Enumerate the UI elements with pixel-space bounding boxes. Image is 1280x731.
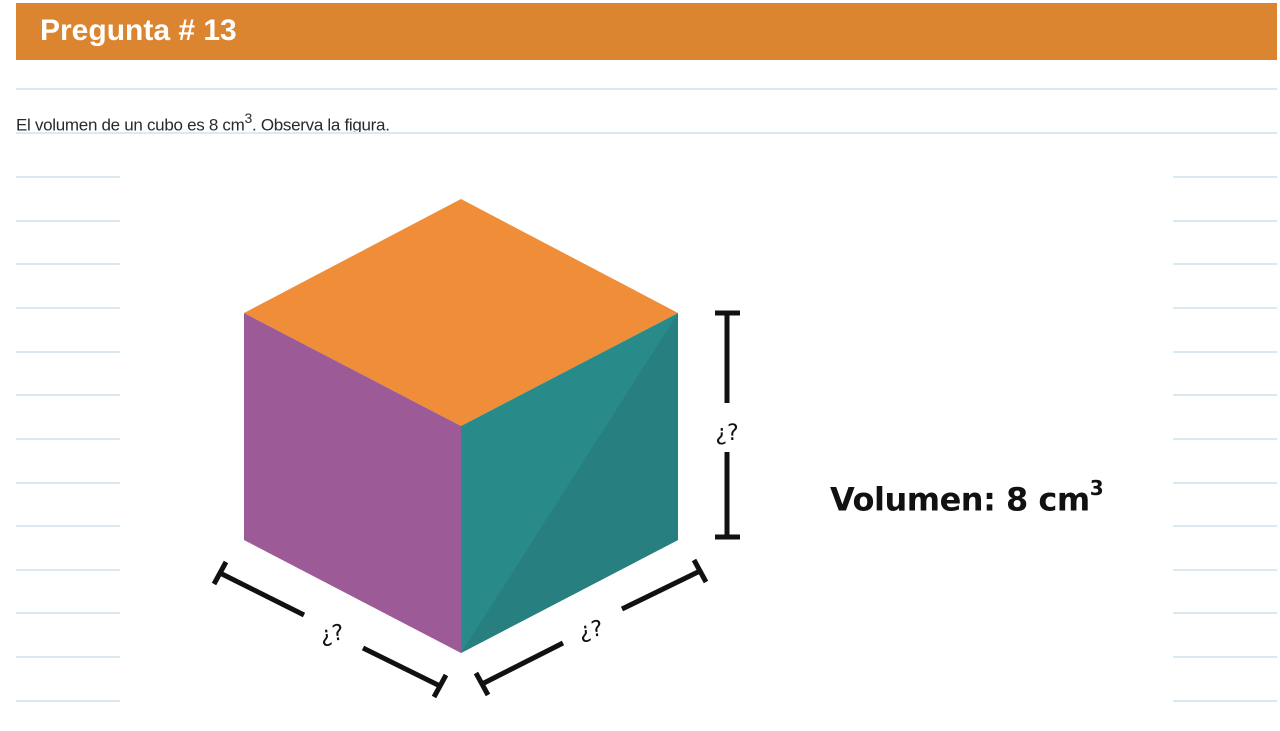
depth-dimension-label: ¿? bbox=[319, 620, 346, 648]
ruled-line bbox=[16, 482, 120, 484]
question-title: Pregunta # 13 bbox=[40, 14, 237, 47]
cube-left-face bbox=[244, 313, 461, 653]
ruled-line bbox=[16, 176, 120, 178]
ruled-line bbox=[16, 656, 120, 658]
ruled-line bbox=[1173, 700, 1277, 702]
divider-line bbox=[16, 88, 1277, 90]
divider-line bbox=[16, 132, 1277, 134]
question-text: El volumen de un cubo es 8 cm3. Observa … bbox=[16, 108, 390, 137]
ruled-line bbox=[1173, 263, 1277, 265]
volume-label: Volumen: 8 cm3 bbox=[830, 476, 1104, 519]
width-dimension-label: ¿? bbox=[578, 616, 605, 644]
question-superscript: 3 bbox=[244, 110, 253, 126]
question-header-banner: Pregunta # 13 bbox=[16, 3, 1277, 60]
ruled-line bbox=[1173, 220, 1277, 222]
ruled-line bbox=[16, 525, 120, 527]
ruled-line bbox=[16, 700, 120, 702]
ruled-line bbox=[16, 612, 120, 614]
ruled-line bbox=[1173, 351, 1277, 353]
volume-superscript: 3 bbox=[1089, 476, 1104, 500]
volume-label-text: Volumen: 8 cm bbox=[830, 480, 1090, 519]
depth-dimension bbox=[211, 560, 449, 699]
ruled-line bbox=[1173, 525, 1277, 527]
question-text-main: El volumen de un cubo es 8 cm bbox=[16, 115, 245, 135]
question-text-end: . Observa la figura. bbox=[252, 115, 390, 135]
cube-top-face bbox=[244, 199, 678, 426]
ruled-line bbox=[1173, 307, 1277, 309]
ruled-line bbox=[16, 351, 120, 353]
ruled-line bbox=[1173, 176, 1277, 178]
ruled-line bbox=[16, 438, 120, 440]
ruled-line bbox=[1173, 569, 1277, 571]
ruled-line bbox=[1173, 612, 1277, 614]
cube-right-face-shade bbox=[461, 313, 678, 653]
ruled-line bbox=[16, 220, 120, 222]
ruled-line bbox=[1173, 438, 1277, 440]
height-dimension-label: ¿? bbox=[715, 421, 738, 446]
ruled-line bbox=[16, 394, 120, 396]
ruled-line bbox=[1173, 656, 1277, 658]
ruled-line bbox=[1173, 482, 1277, 484]
ruled-line bbox=[1173, 394, 1277, 396]
ruled-line bbox=[16, 569, 120, 571]
height-dimension bbox=[715, 310, 740, 540]
ruled-line bbox=[16, 307, 120, 309]
ruled-line bbox=[16, 263, 120, 265]
width-dimension bbox=[473, 558, 709, 697]
